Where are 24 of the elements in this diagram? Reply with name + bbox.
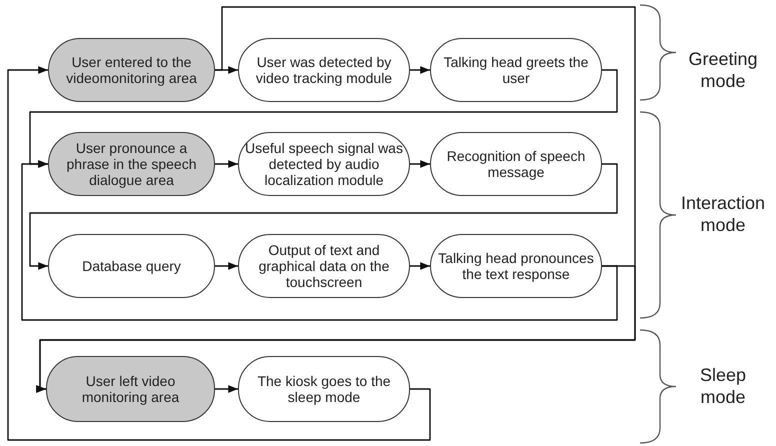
mode-label: Interaction mode xyxy=(680,192,766,236)
node-text: User pronounce a phrase in the speech dialogue area xyxy=(66,140,198,188)
node-text: Talking head greets the user xyxy=(442,54,590,86)
arrow xyxy=(21,160,618,321)
node-text: Recognition of speech message xyxy=(446,148,586,180)
node-text: The kiosk goes to the sleep mode xyxy=(256,373,392,405)
arrow xyxy=(410,66,430,74)
arrow xyxy=(7,66,431,441)
node-text: Output of text and graphical data on the touchscreen xyxy=(258,242,390,290)
arrow xyxy=(215,160,238,168)
node-text: User left video monitoring area xyxy=(80,373,180,405)
node-text: Talking head pronounces the text response xyxy=(437,250,595,282)
arrow xyxy=(36,265,636,393)
node-text: Useful speech signal was detected by audio localization module xyxy=(245,140,403,188)
mode-label: Sleep mode xyxy=(698,364,748,408)
arrow xyxy=(215,385,238,393)
node-text: User was detected by video tracking module xyxy=(254,54,394,86)
arrow xyxy=(215,262,238,270)
arrow xyxy=(410,262,430,270)
node-text: Database query xyxy=(82,258,181,274)
node-text: User entered to the videomonitoring area xyxy=(65,54,198,86)
mode-label: Greeting mode xyxy=(687,48,759,92)
arrow xyxy=(29,163,618,270)
arrow xyxy=(410,160,430,168)
